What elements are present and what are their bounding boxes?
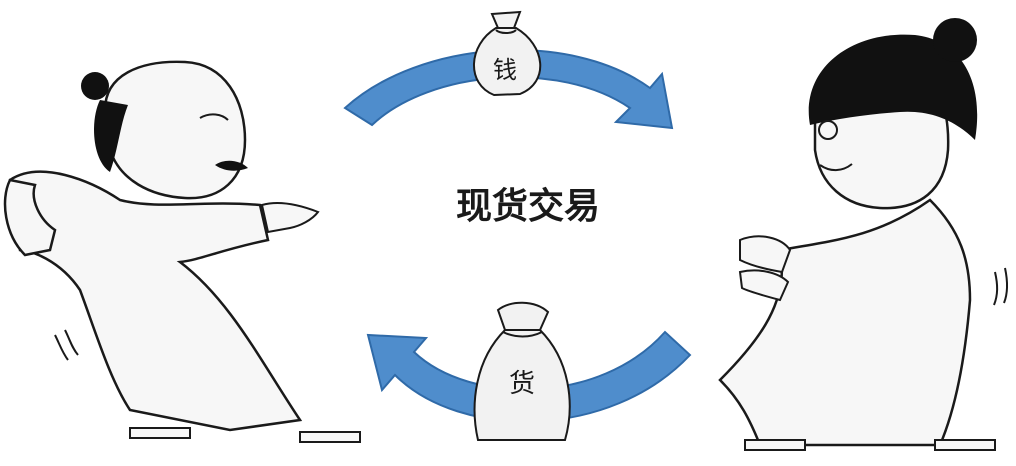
left-character bbox=[5, 62, 360, 442]
money-bag-icon: 钱 bbox=[474, 12, 540, 95]
goods-sack-label: 货 bbox=[509, 369, 535, 399]
money-bag-label: 钱 bbox=[493, 56, 517, 84]
diagram-title: 现货交易 bbox=[456, 185, 600, 227]
goods-sack-icon: 货 bbox=[475, 303, 570, 440]
right-character bbox=[720, 18, 1007, 450]
